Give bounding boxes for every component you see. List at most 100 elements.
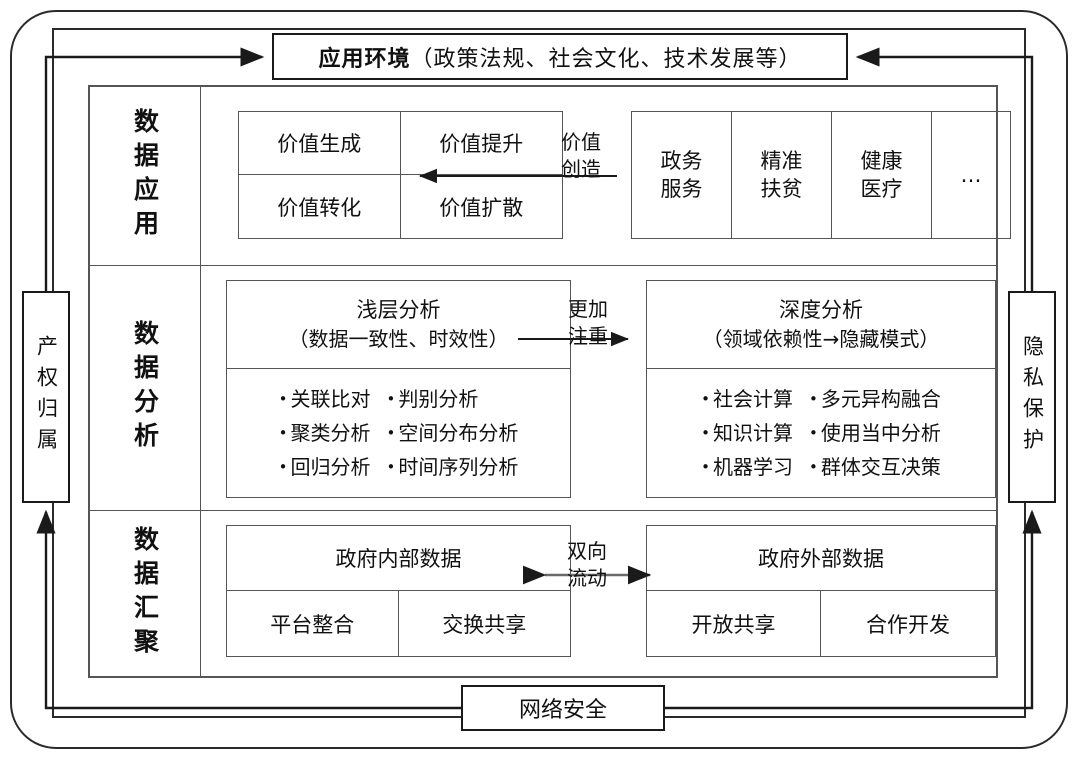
shallow-method-label: 空间分布分析 bbox=[398, 421, 519, 445]
pillar-property-rights-label: 产权归属 bbox=[34, 335, 59, 459]
pillar-property-rights: 产权归属 bbox=[22, 291, 70, 503]
deep-method-label: 多元异构融合 bbox=[820, 387, 941, 411]
deep-method-item: •知识计算 bbox=[701, 418, 793, 448]
outer-frame-border bbox=[10, 10, 1068, 749]
shallow-method-item: •聚类分析 bbox=[279, 418, 371, 448]
domain-cell-health-care: 健康 医疗 bbox=[832, 112, 932, 238]
deep-analysis-subtitle: （领域依赖性→隐藏模式） bbox=[702, 327, 940, 352]
row-label-data-aggregation-text: 数据汇聚 bbox=[130, 525, 160, 662]
arrow-label-bidirectional-flow-line2: 流动 bbox=[567, 566, 607, 590]
bullet-dot-icon: • bbox=[278, 424, 288, 442]
domain-cell-poverty-alleviation-line1: 精准 bbox=[760, 148, 803, 173]
row-label-data-analysis: 数据分析 bbox=[90, 266, 201, 510]
shallow-method-item: •回归分析 bbox=[279, 452, 371, 482]
domain-cell-government-service: 政务 服务 bbox=[632, 112, 732, 238]
deep-method-label: 使用当中分析 bbox=[820, 421, 941, 445]
row-label-data-application: 数据应用 bbox=[90, 87, 201, 265]
deep-method-item: •多元异构融合 bbox=[809, 384, 941, 414]
value-cell-enhancement: 价值提升 bbox=[400, 112, 562, 175]
external-data-title: 政府外部数据 bbox=[647, 526, 995, 591]
deep-analysis-title: 深度分析 bbox=[779, 297, 863, 322]
shallow-analysis-subtitle: （数据一致性、时效性） bbox=[288, 327, 509, 352]
external-data-subcells: 开放共享 合作开发 bbox=[647, 591, 995, 656]
arrow-label-value-creation: 价值 创造 bbox=[549, 129, 613, 183]
bullet-dot-icon: • bbox=[701, 458, 710, 476]
domain-cell-ellipsis: … bbox=[932, 112, 1010, 238]
bullet-dot-icon: • bbox=[386, 424, 396, 442]
arrow-label-bidirectional-flow: 双向 流动 bbox=[552, 538, 622, 592]
bullet-dot-icon: • bbox=[386, 390, 396, 408]
shallow-analysis-box: 浅层分析 （数据一致性、时效性） •关联比对 •判别分析 •聚类分析 •空间分布… bbox=[226, 280, 571, 498]
shallow-method-item: •判别分析 bbox=[387, 384, 519, 414]
deep-analysis-box: 深度分析 （领域依赖性→隐藏模式） •社会计算 •多元异构融合 •知识计算 •使… bbox=[646, 280, 996, 498]
internal-data-subcells: 平台整合 交换共享 bbox=[227, 591, 570, 656]
shallow-method-item: •空间分布分析 bbox=[387, 418, 519, 448]
deep-analysis-method-list: •社会计算 •多元异构融合 •知识计算 •使用当中分析 •机器学习 •群体交互决… bbox=[647, 369, 995, 497]
bullet-dot-icon: • bbox=[701, 424, 710, 442]
bullet-dot-icon: • bbox=[701, 390, 710, 408]
domain-cell-government-service-line1: 政务 bbox=[660, 148, 703, 173]
application-environment-banner: 应用环境（政策法规、社会文化、技术发展等） bbox=[272, 33, 848, 80]
domain-cell-poverty-alleviation: 精准 扶贫 bbox=[732, 112, 832, 238]
deep-analysis-header: 深度分析 （领域依赖性→隐藏模式） bbox=[647, 281, 995, 369]
bullet-dot-icon: • bbox=[809, 424, 818, 442]
pillar-network-security-label: 网络安全 bbox=[518, 698, 607, 723]
shallow-method-item: •时间序列分析 bbox=[387, 452, 519, 482]
domain-cell-poverty-alleviation-line2: 扶贫 bbox=[760, 177, 803, 201]
shallow-analysis-header: 浅层分析 （数据一致性、时效性） bbox=[227, 281, 570, 369]
shallow-method-label: 关联比对 bbox=[290, 387, 371, 411]
row-data-analysis: 数据分析 浅层分析 （数据一致性、时效性） •关联比对 •判别分析 •聚类分析 … bbox=[90, 265, 996, 511]
arrow-label-bidirectional-flow-line1: 双向 bbox=[567, 539, 607, 563]
domain-cell-health-care-line1: 健康 bbox=[860, 148, 903, 173]
internal-data-cell-exchange: 交换共享 bbox=[442, 612, 527, 637]
arrow-label-more-emphasis: 更加 注重 bbox=[556, 296, 620, 350]
deep-method-item: •群体交互决策 bbox=[809, 452, 941, 482]
deep-method-label: 机器学习 bbox=[713, 455, 793, 479]
deep-method-label: 知识计算 bbox=[713, 421, 793, 445]
banner-subtitle: （政策法规、社会文化、技术发展等） bbox=[410, 46, 802, 72]
shallow-analysis-method-list: •关联比对 •判别分析 •聚类分析 •空间分布分析 •回归分析 •时间序列分析 bbox=[227, 369, 570, 497]
row-data-application: 数据应用 价值生成 价值提升 价值转化 价值扩散 政务 服务 bbox=[90, 87, 1011, 265]
bullet-dot-icon: • bbox=[386, 458, 396, 476]
pillar-privacy-protection: 隐私保护 bbox=[1008, 291, 1056, 503]
shallow-method-label: 时间序列分析 bbox=[398, 455, 519, 479]
bullet-dot-icon: • bbox=[278, 458, 288, 476]
deep-method-label: 社会计算 bbox=[713, 387, 793, 411]
row-body-data-application: 价值生成 价值提升 价值转化 价值扩散 政务 服务 精准 bbox=[201, 87, 1011, 265]
internal-data-box: 政府内部数据 平台整合 交换共享 bbox=[226, 525, 571, 657]
bullet-dot-icon: • bbox=[809, 458, 818, 476]
application-domain-grid: 政务 服务 精准 扶贫 健康 医疗 bbox=[631, 111, 1011, 239]
row-body-data-aggregation: 政府内部数据 平台整合 交换共享 政府外部数据 开放共享 合作开发 bbox=[201, 511, 996, 676]
value-cell-generation: 价值生成 bbox=[239, 112, 401, 175]
external-data-box: 政府外部数据 开放共享 合作开发 bbox=[646, 525, 996, 657]
value-cell-diffusion: 价值扩散 bbox=[439, 195, 524, 220]
value-cell-transformation: 价值转化 bbox=[239, 175, 401, 238]
pillar-network-security: 网络安全 bbox=[461, 685, 665, 731]
pillar-privacy-protection-label: 隐私保护 bbox=[1020, 335, 1045, 459]
row-label-data-application-text: 数据应用 bbox=[130, 108, 160, 244]
deep-method-item: •使用当中分析 bbox=[809, 418, 941, 448]
internal-data-cell-platform: 平台整合 bbox=[227, 591, 399, 656]
arrow-label-more-emphasis-line2: 注重 bbox=[568, 324, 608, 348]
shallow-method-label: 判别分析 bbox=[398, 387, 479, 411]
row-label-data-analysis-text: 数据分析 bbox=[130, 320, 160, 456]
shallow-method-label: 聚类分析 bbox=[290, 421, 371, 445]
internal-data-title: 政府内部数据 bbox=[227, 526, 570, 591]
banner-text: 应用环境（政策法规、社会文化、技术发展等） bbox=[318, 41, 801, 73]
shallow-method-label: 回归分析 bbox=[290, 455, 371, 479]
external-data-cell-open-share: 开放共享 bbox=[647, 591, 821, 656]
deep-method-item: •社会计算 bbox=[701, 384, 793, 414]
arrow-label-more-emphasis-line1: 更加 bbox=[568, 297, 608, 321]
external-data-cell-cooperative: 合作开发 bbox=[866, 612, 950, 637]
value-chain-grid: 价值生成 价值提升 价值转化 价值扩散 bbox=[238, 111, 563, 239]
shallow-analysis-title: 浅层分析 bbox=[356, 297, 441, 322]
domain-cell-health-care-line2: 医疗 bbox=[860, 177, 903, 201]
bullet-dot-icon: • bbox=[278, 390, 288, 408]
shallow-method-item: •关联比对 bbox=[279, 384, 371, 414]
row-data-aggregation: 数据汇聚 政府内部数据 平台整合 交换共享 政府外部数据 开放共享 合作开发 bbox=[90, 511, 996, 676]
row-label-data-aggregation: 数据汇聚 bbox=[90, 511, 201, 676]
row-body-data-analysis: 浅层分析 （数据一致性、时效性） •关联比对 •判别分析 •聚类分析 •空间分布… bbox=[201, 266, 996, 510]
banner-title: 应用环境 bbox=[318, 46, 411, 72]
